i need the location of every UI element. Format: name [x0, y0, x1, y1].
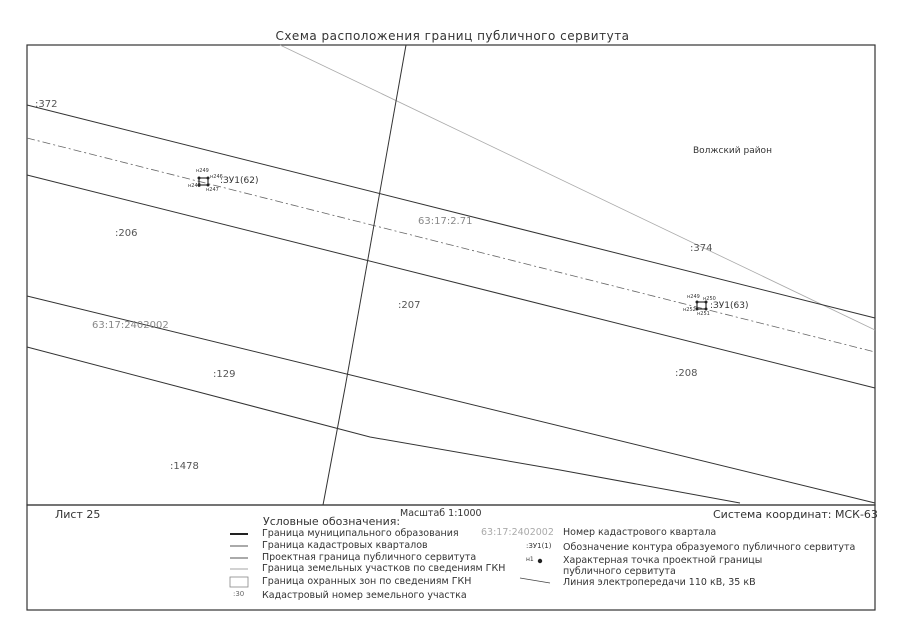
legend-sym-protect-zone: [229, 576, 249, 588]
point-label-62-c: н247: [206, 187, 219, 193]
legend-frame: [26, 504, 876, 611]
district-label: Волжский район: [693, 146, 772, 156]
point-label-63-d: н252: [683, 307, 696, 313]
parcel-label-129: :129: [213, 369, 236, 380]
legend-sym-quarter-number: 63:17:2402002: [481, 527, 554, 538]
legend-sym-cadnum: :30: [233, 590, 245, 598]
parcel-label-208: :208: [675, 368, 698, 379]
legend-title: Условные обозначения:: [263, 515, 401, 528]
legend-item-servitude: Проектная граница публичного сервитута: [262, 552, 477, 563]
parcel-label-374: :374: [690, 243, 713, 254]
legend-sym-point-label: н1: [526, 556, 534, 563]
parcel-boundary-band2-lower: [26, 346, 741, 504]
legend-item-parcels: Граница земельных участков по сведениям …: [262, 563, 506, 574]
legend-item-municipal: Граница муниципального образования: [262, 528, 459, 539]
quarter-boundary-vertical: [344, 44, 407, 389]
map-title: Схема расположения границ публичного сер…: [275, 29, 630, 43]
parcel-boundary-band2-upper: [26, 295, 876, 504]
quarter-boundary-vertical-lower: [322, 387, 346, 506]
parcel-boundary-lower: [26, 174, 876, 389]
map-scale: Масштаб 1:1000: [400, 508, 482, 519]
zone-63-marker: [695, 300, 708, 311]
point-label-62-d: н248: [188, 183, 201, 189]
point-label-63-b: н250: [703, 296, 716, 302]
legend-item-point-cont: публичного сервитута: [563, 566, 676, 577]
zone-62-marker: [197, 176, 210, 187]
parcel-label-372: :372: [35, 99, 58, 110]
map-frame: [26, 44, 876, 506]
legend-sym-zone: :ЗУ1(1): [526, 542, 552, 550]
quarter-label-side: 63:17:2402002: [92, 320, 169, 331]
legend-sym-point: [537, 558, 543, 564]
point-label-63-c: н251: [697, 311, 710, 317]
legend-item-quarter-number: Номер кадастрового квартала: [563, 527, 717, 538]
zone-63-label: :ЗУ1(63): [710, 301, 749, 311]
parcel-boundary-upper: [26, 104, 876, 319]
power-line: [26, 137, 876, 353]
parcel-label-207: :207: [398, 300, 421, 311]
point-label-62-a: н249: [196, 168, 209, 174]
point-label-62-b: н246: [210, 174, 223, 180]
legend-item-power-line: Линия электропередачи 110 кВ, 35 кВ: [563, 577, 756, 588]
municipal-boundary-line: [279, 44, 876, 331]
sheet-number: Лист 25: [55, 508, 101, 521]
coordinate-system: Система координат: МСК-63: [713, 508, 878, 521]
legend-item-quarters: Граница кадастровых кварталов: [262, 540, 428, 551]
parcel-label-1478: :1478: [170, 461, 199, 472]
quarter-label-main: 63:17:2.71: [418, 216, 473, 227]
legend-item-point: Характерная точка проектной границы: [563, 555, 763, 566]
legend-sym-power-line: [519, 577, 551, 584]
parcel-label-206: :206: [115, 228, 138, 239]
point-label-63-a: н249: [687, 294, 700, 300]
legend-item-cadnum: Кадастровый номер земельного участка: [262, 590, 467, 601]
legend-item-protect-zone: Граница охранных зон по сведениям ГКН: [262, 576, 472, 587]
zone-62-label: :ЗУ1(62): [220, 176, 259, 186]
legend-item-zone: Обозначение контура образуемого публично…: [563, 542, 856, 553]
